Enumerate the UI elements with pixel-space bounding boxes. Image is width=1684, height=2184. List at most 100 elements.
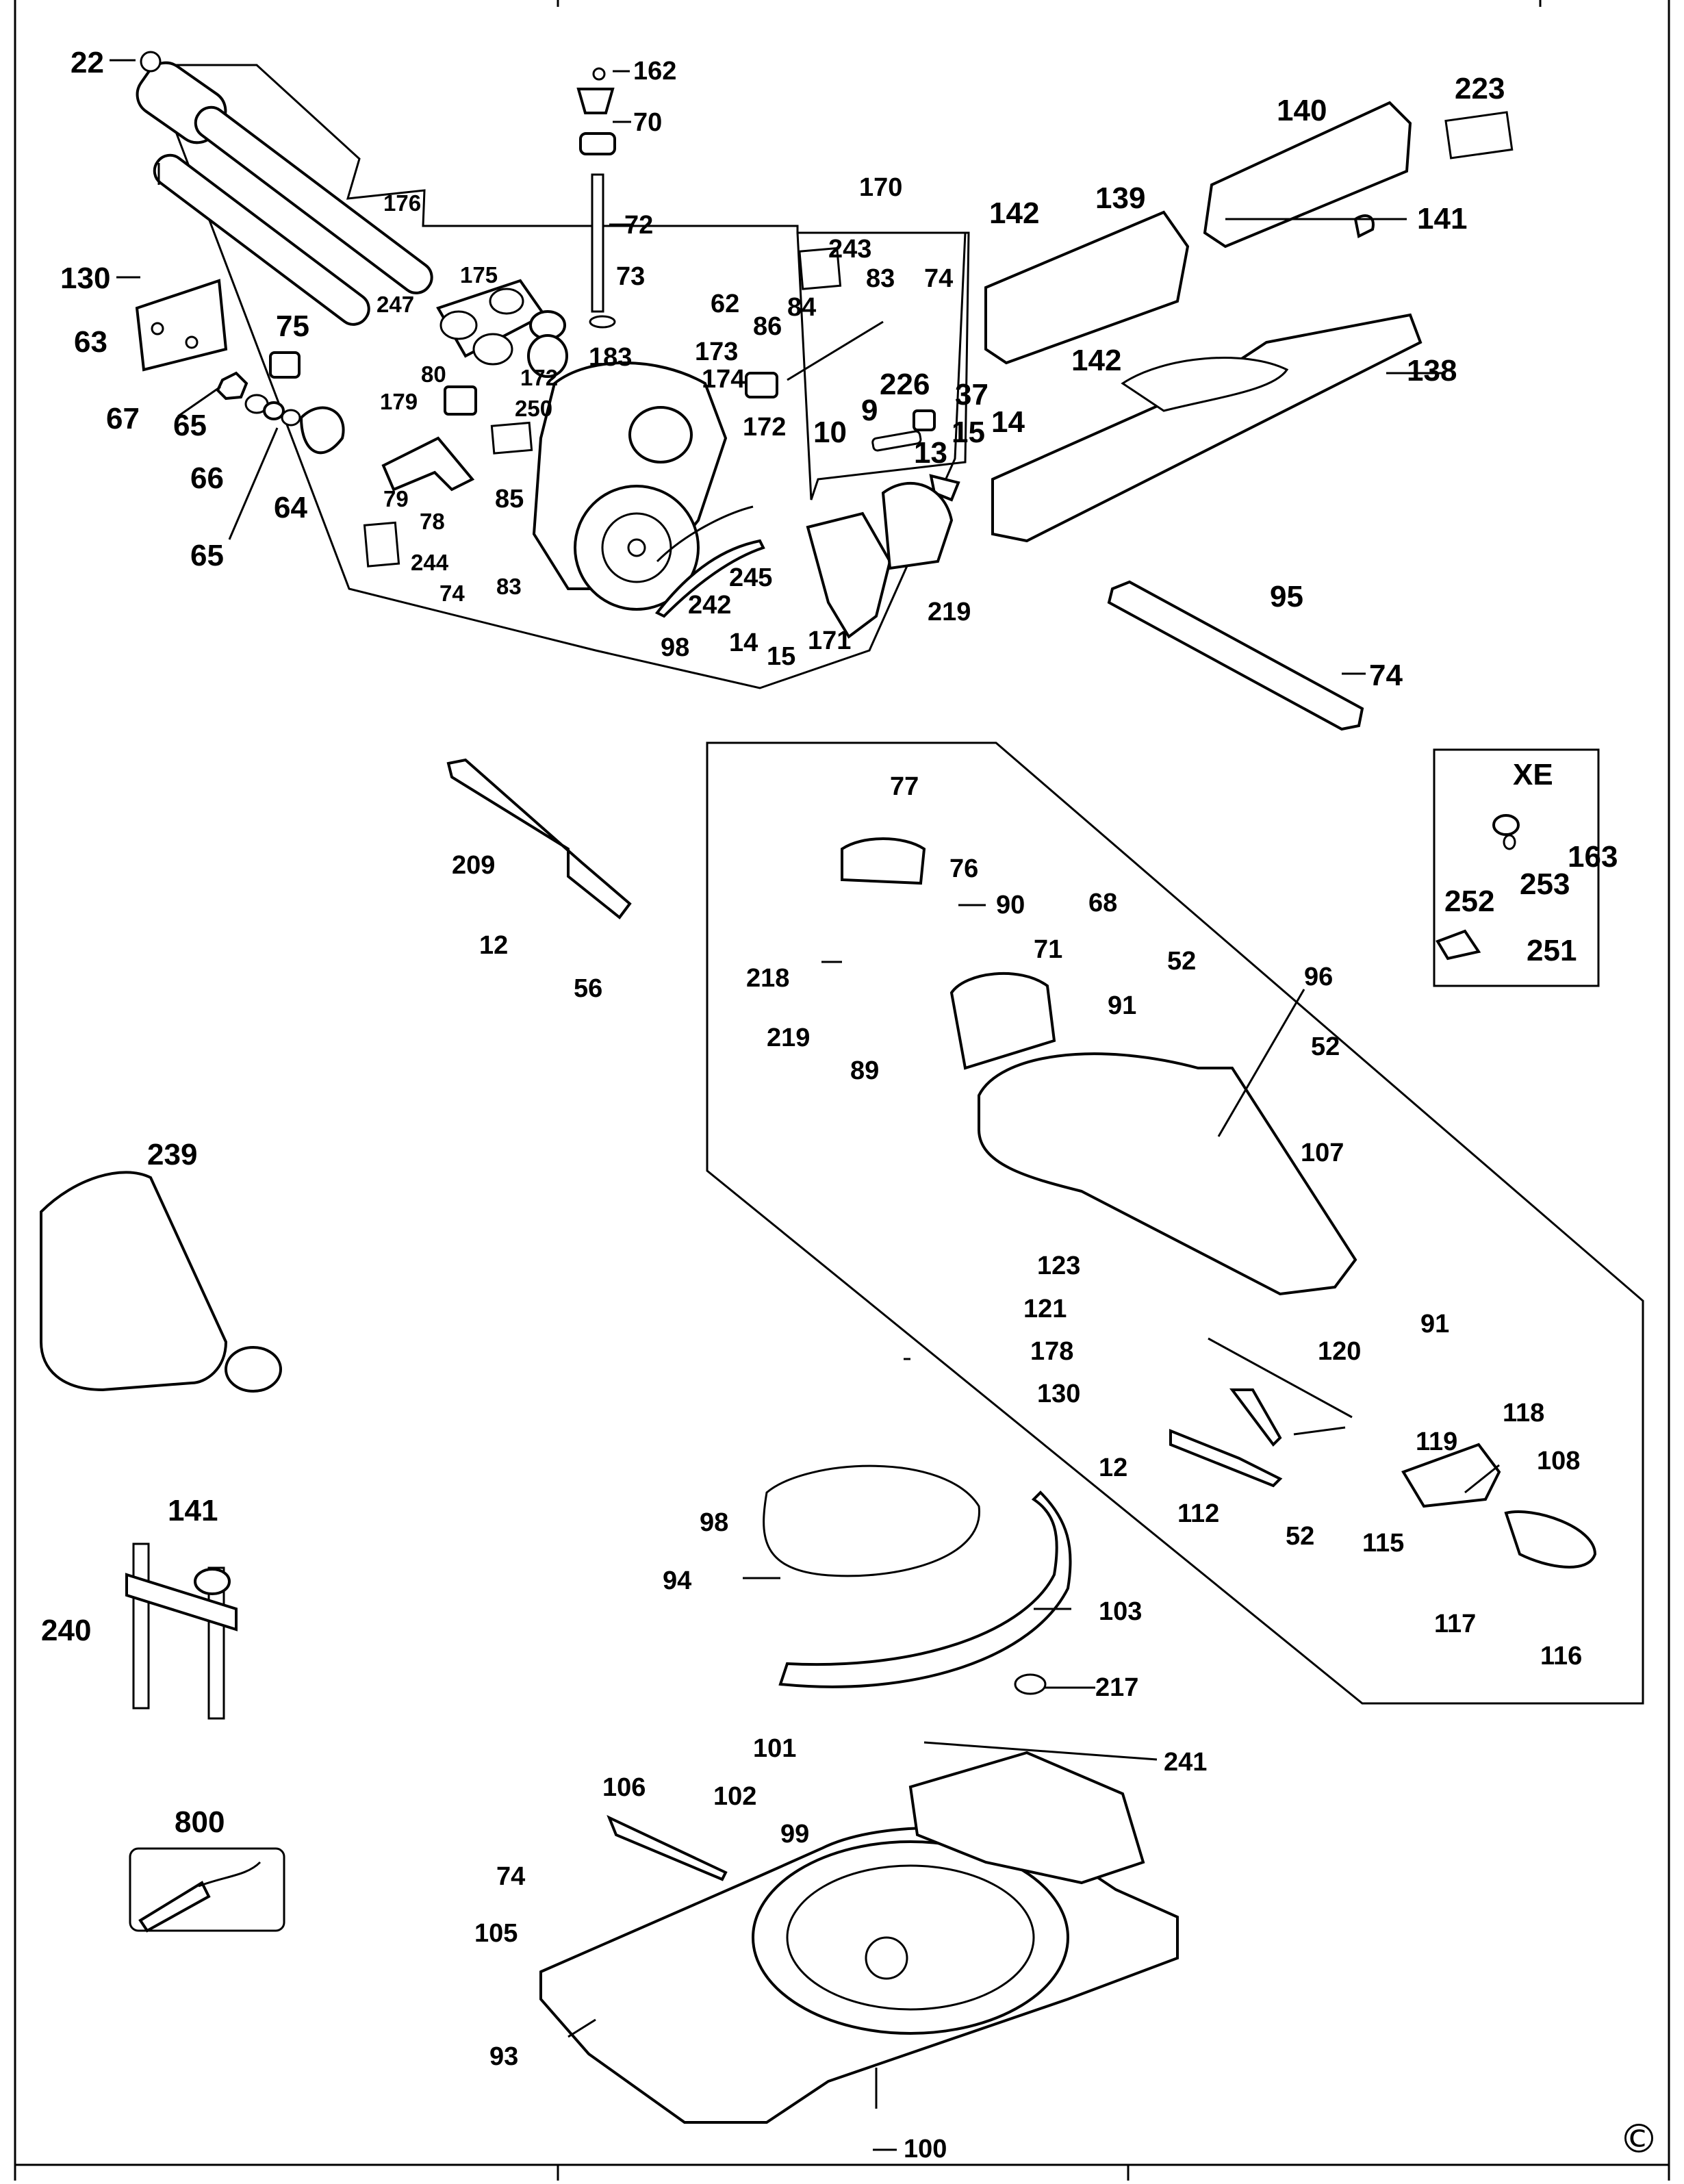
callout-52a: 52 — [1167, 947, 1197, 976]
callout-118: 118 — [1503, 1399, 1545, 1427]
callout-56: 56 — [574, 974, 603, 1003]
callout-96: 96 — [1304, 963, 1334, 991]
callout-9: 9 — [861, 394, 878, 427]
callout-243: 243 — [828, 235, 872, 264]
callout-112: 112 — [1177, 1499, 1220, 1528]
callout-77: 77 — [890, 772, 919, 801]
link-79-80 — [381, 385, 477, 492]
guard-arc-242 — [654, 539, 765, 618]
callout-119: 119 — [1416, 1427, 1458, 1456]
callout-90: 90 — [996, 891, 1025, 919]
callout-91b: 91 — [1420, 1310, 1450, 1338]
callout-14a: 14 — [991, 405, 1025, 439]
callout-245: 245 — [729, 563, 773, 592]
callout-15a: 15 — [952, 416, 985, 449]
callout-139: 139 — [1095, 181, 1146, 215]
cord-800 — [129, 1847, 285, 1933]
depth-rod-assembly — [576, 67, 616, 329]
callout-12b: 12 — [1099, 1453, 1128, 1482]
lower-arm-group-outline — [706, 741, 1644, 1705]
callout-10: 10 — [813, 416, 847, 449]
callout-52b: 52 — [1311, 1032, 1340, 1061]
handle-116-108 — [1169, 1337, 1597, 1569]
guard-mechanism — [806, 481, 954, 639]
callout-800: 800 — [175, 1805, 225, 1839]
callout-171: 171 — [808, 626, 852, 655]
callout-74b: 74 — [439, 581, 465, 606]
xe-parts — [1436, 814, 1520, 961]
lower-fence-95 — [1107, 580, 1364, 731]
callout-101: 101 — [753, 1734, 797, 1763]
hex-key-106 — [607, 1815, 728, 1881]
callout-76: 76 — [949, 854, 979, 883]
callout-252: 252 — [1444, 885, 1495, 918]
callout-93: 93 — [489, 2042, 519, 2071]
dust-bag-239 — [40, 1171, 282, 1393]
callout-242: 242 — [688, 591, 732, 620]
callout-85: 85 — [495, 485, 524, 513]
lock-hardware — [216, 351, 345, 455]
motor-housing — [532, 361, 754, 611]
callout-108: 108 — [1537, 1447, 1581, 1475]
callout-103: 103 — [1099, 1597, 1143, 1626]
arm-group-outline — [796, 231, 970, 500]
callout-163: 163 — [1568, 840, 1618, 874]
callout-226: 226 — [880, 368, 930, 401]
callout-217: 217 — [1095, 1673, 1139, 1702]
callout-178: 178 — [1030, 1337, 1074, 1366]
callout-106: 106 — [602, 1773, 646, 1802]
callout-64: 64 — [274, 491, 307, 524]
callout-89: 89 — [850, 1056, 880, 1085]
callout-78: 78 — [420, 509, 445, 534]
callout-244: 244 — [411, 550, 449, 575]
callout-74a: 74 — [924, 264, 954, 293]
callout-70: 70 — [633, 108, 663, 137]
copyright-mark: © — [1619, 2116, 1659, 2162]
leader-lines — [110, 59, 1500, 2151]
callout-223: 223 — [1455, 72, 1505, 105]
callout-107: 107 — [1301, 1139, 1344, 1167]
wrench-209 — [446, 758, 632, 919]
callout-99: 99 — [780, 1820, 810, 1849]
callout-72: 72 — [624, 211, 654, 240]
callout-247: 247 — [377, 292, 415, 317]
callout-102: 102 — [713, 1782, 757, 1811]
clamp-240 — [125, 1542, 238, 1720]
callout-62: 62 — [711, 290, 740, 318]
callout-80: 80 — [421, 361, 446, 387]
bearing-plate — [436, 279, 568, 378]
callout-172a: 172 — [520, 365, 559, 390]
callout-74c: 74 — [1369, 659, 1403, 692]
callout-75: 75 — [276, 309, 309, 343]
callout-141a: 141 — [1417, 202, 1468, 236]
callout-172b: 172 — [743, 413, 787, 442]
callout-37: 37 — [955, 378, 988, 411]
callout-68: 68 — [1088, 889, 1118, 917]
callout-239: 239 — [147, 1138, 198, 1171]
detent-rings — [763, 1464, 1072, 1695]
callout-71: 71 — [1034, 935, 1063, 964]
callout-142a: 142 — [989, 196, 1040, 230]
callout-94: 94 — [663, 1566, 692, 1595]
callout-83a: 83 — [866, 264, 895, 293]
callout-218: 218 — [746, 964, 790, 993]
callout-174: 174 — [702, 365, 745, 394]
xe-box — [1433, 748, 1600, 987]
callout-130a: 130 — [60, 262, 111, 295]
callout-91a: 91 — [1108, 991, 1137, 1020]
callout-142b: 142 — [1071, 344, 1122, 377]
callout-117: 117 — [1434, 1610, 1477, 1638]
callout-84: 84 — [787, 293, 817, 322]
callout-253: 253 — [1520, 867, 1570, 901]
callout-74d: 74 — [496, 1862, 526, 1891]
callout-183: 183 — [589, 343, 633, 372]
callout-52c: 52 — [1286, 1522, 1315, 1551]
rod-84 — [745, 320, 884, 398]
callout-141b: 141 — [168, 1494, 218, 1527]
bracket-63 — [135, 279, 228, 372]
callout-130b: 130 — [1037, 1380, 1081, 1408]
callout-116: 116 — [1540, 1642, 1583, 1671]
callout-65b: 65 — [190, 539, 224, 572]
base-93 — [539, 1751, 1179, 2124]
